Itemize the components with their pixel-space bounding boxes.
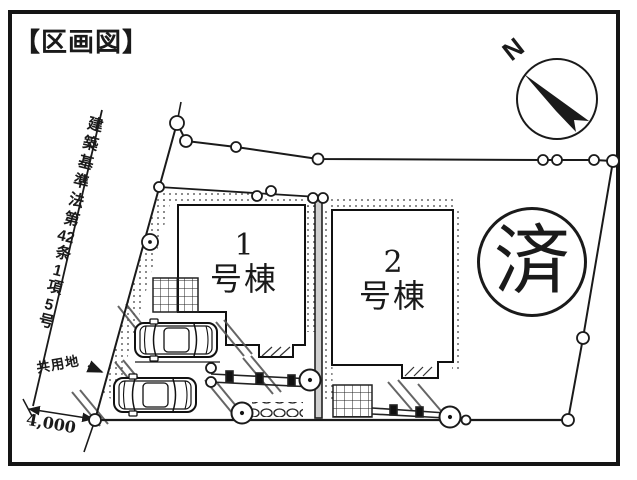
parked-car-2 — [113, 373, 197, 417]
building-2-number: 2 — [383, 245, 403, 280]
chain-strip — [252, 402, 303, 417]
low-wall-1 — [210, 370, 314, 388]
parked-car-1 — [134, 318, 218, 362]
shared-area-arrow — [86, 360, 104, 373]
terrace-grid-2 — [332, 384, 373, 418]
terrace-grid-1 — [152, 277, 199, 313]
building-2-footprint — [331, 209, 454, 379]
survey-point-icons — [88, 115, 620, 427]
building-1-footprint — [177, 204, 306, 358]
page-title: 【区画図】 — [14, 27, 150, 57]
compass-icon — [516, 58, 598, 140]
building-1-number: 1 — [234, 228, 254, 263]
dimension-line — [22, 398, 95, 423]
manhole-icons — [141, 233, 462, 429]
building-1-suffix: 号棟 — [209, 260, 278, 298]
map-border-frame — [8, 10, 620, 466]
low-wall-2 — [371, 404, 447, 419]
building-2-label: 2 号棟 — [341, 245, 445, 315]
building-2-suffix: 号棟 — [358, 277, 427, 315]
sold-stamp: 済 — [477, 207, 587, 317]
building-1-label: 1 号棟 — [192, 228, 296, 298]
